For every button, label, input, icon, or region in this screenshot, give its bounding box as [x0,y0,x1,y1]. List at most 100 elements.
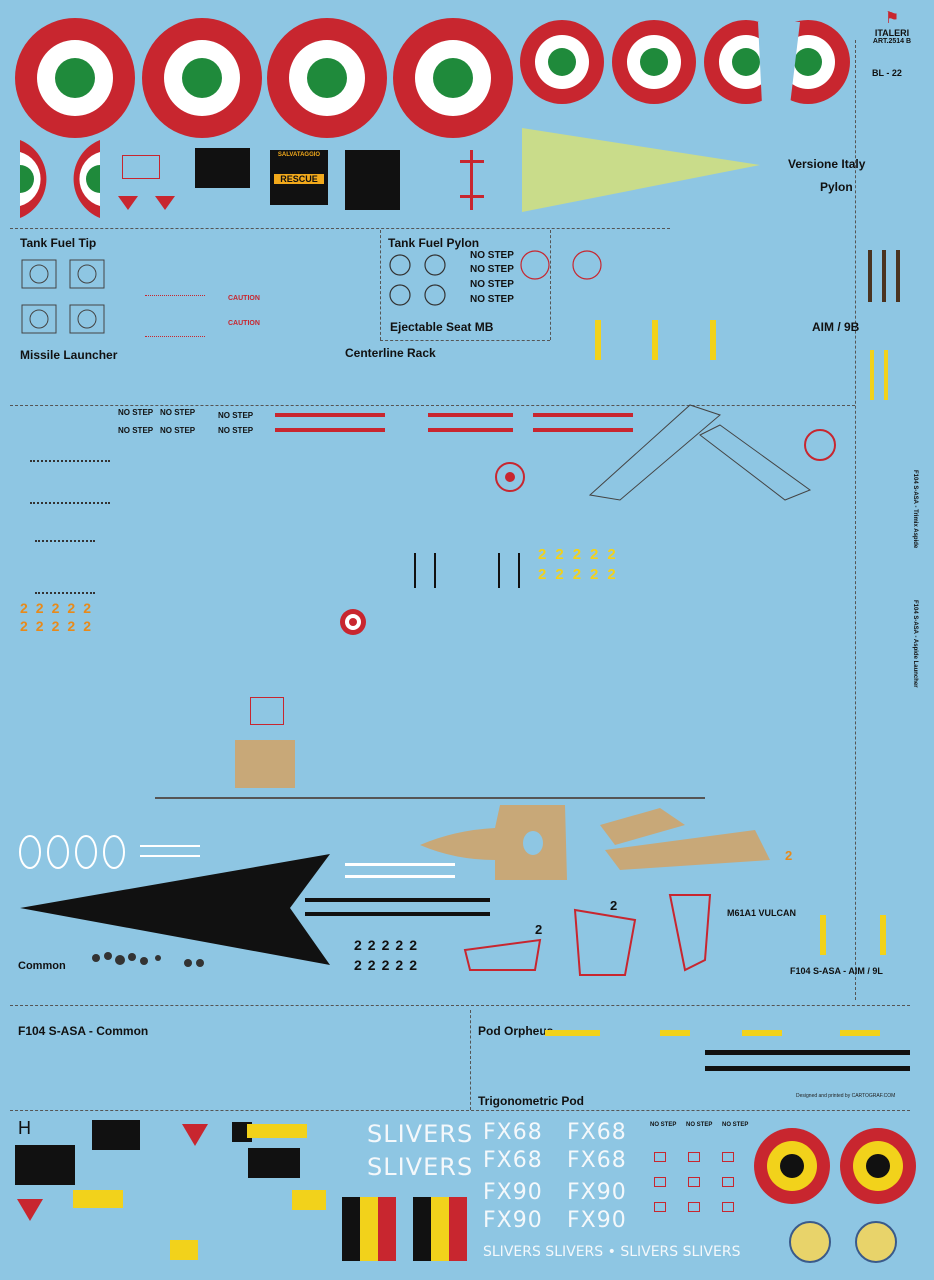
half-roundel-right[interactable] [73,140,100,218]
no-step-7[interactable]: NO STEP [118,426,154,435]
yellow-two-row-1[interactable]: 22222 [538,546,625,563]
belgian-roundel-1[interactable] [754,1128,830,1204]
stencil-text-block-2[interactable] [35,540,95,594]
black-instruction-panel-1[interactable] [15,1145,75,1185]
grey-line-1[interactable] [155,797,360,799]
red-triangle-bottom-2[interactable] [15,1195,45,1225]
fx90-text-2[interactable]: FX90 [567,1180,627,1205]
orange-two-row-2[interactable]: 22222 [20,618,99,634]
red-stripe-1[interactable] [275,413,385,417]
red-stripe-5[interactable] [533,413,633,417]
black-two-single-2[interactable]: 2 [535,922,543,937]
fx68-text-4[interactable]: FX68 [567,1148,627,1173]
pod-yellow-2[interactable] [742,1030,782,1036]
white-line-2[interactable] [140,855,200,857]
green-wedge-decal[interactable] [522,128,760,212]
aim9l-stripe-1[interactable] [820,915,826,955]
black-instruction-panel-2[interactable] [92,1120,140,1150]
caution-label-2[interactable]: CAUTION [228,320,260,327]
black-line-2[interactable] [434,553,436,588]
aim9b-stripe-3[interactable] [710,320,716,360]
no-step-small-2[interactable]: NO STEP [686,1122,713,1128]
squadron-badge-2[interactable] [855,1221,897,1263]
ejection-instructions[interactable] [345,150,400,210]
pod-black-2[interactable] [705,1066,910,1071]
black-line-1[interactable] [414,553,416,588]
black-line-4[interactable] [518,553,520,588]
no-step-1[interactable]: NO STEP [470,250,514,261]
roundel-5[interactable] [520,20,604,104]
black-stripe-1[interactable] [305,898,490,902]
yellow-arrow-stencil[interactable] [247,1124,307,1138]
red-box-stencil[interactable] [250,697,284,725]
fx68-text-3[interactable]: FX68 [483,1148,543,1173]
fx90-text-3[interactable]: FX90 [483,1208,543,1233]
no-step-9[interactable]: NO STEP [218,411,254,420]
red-stripe-3[interactable] [428,413,513,417]
pod-yellow-4[interactable] [545,1030,600,1036]
fx68-text-2[interactable]: FX68 [567,1120,627,1145]
small-red-roundel[interactable] [338,607,368,637]
fx90-text-4[interactable]: FX90 [567,1208,627,1233]
no-step-2[interactable]: NO STEP [470,264,514,275]
no-step-5[interactable]: NO STEP [118,408,154,417]
aim9l-stripe-2[interactable] [880,915,886,955]
black-anti-glare-panel[interactable] [15,850,335,970]
black-two-single[interactable]: 2 [610,898,618,913]
black-instruction-panel-3[interactable] [248,1148,300,1178]
red-outline-panels[interactable] [460,880,720,980]
red-mark-3[interactable] [460,195,484,198]
brown-band-3[interactable] [896,250,900,302]
no-step-small-1[interactable]: NO STEP [650,1122,677,1128]
no-step-10[interactable]: NO STEP [218,426,254,435]
roundel-1[interactable] [15,18,135,138]
white-line-1[interactable] [140,845,200,847]
black-stripe-2[interactable] [305,912,490,916]
red-stripe-2[interactable] [275,428,385,432]
pod-yellow-1[interactable] [660,1030,690,1036]
stencil-text-block-1[interactable] [30,460,110,504]
aim9b-stripe-1[interactable] [595,320,601,360]
red-stencil-block[interactable] [145,295,205,337]
yellow-band-1[interactable] [870,350,874,400]
black-two-row-1[interactable]: 22222 [354,937,423,953]
belgian-flag-1[interactable] [342,1197,396,1261]
red-stripe-4[interactable] [428,428,513,432]
yellow-band-2[interactable] [884,350,888,400]
pod-yellow-3[interactable] [840,1030,880,1036]
black-two-row-2[interactable]: 22222 [354,957,423,973]
tan-walkway-panels[interactable] [415,800,775,890]
no-step-6[interactable]: NO STEP [160,408,196,417]
roundel-4[interactable] [393,18,513,138]
belgian-flag-2[interactable] [413,1197,467,1261]
common-rivet-dots[interactable] [88,948,208,976]
half-roundel-left[interactable] [20,140,47,218]
warning-triangle-2[interactable] [155,196,175,210]
grey-line-2[interactable] [360,797,705,799]
yellow-box-1[interactable] [292,1190,326,1210]
brown-band-2[interactable] [882,250,886,302]
letter-h[interactable]: H [18,1118,31,1138]
squadron-badge-1[interactable] [789,1221,831,1263]
no-step-8[interactable]: NO STEP [160,426,196,435]
small-red-box-stencil[interactable] [122,155,160,179]
roundel-3[interactable] [267,18,387,138]
no-step-4[interactable]: NO STEP [470,294,514,305]
fx68-text-1[interactable]: FX68 [483,1120,543,1145]
pod-black-1[interactable] [705,1050,910,1055]
orange-two-single[interactable]: 2 [785,848,793,863]
fx90-text-1[interactable]: FX90 [483,1180,543,1205]
roundel-6[interactable] [612,20,696,104]
orange-two-row-1[interactable]: 22222 [20,600,99,616]
yellow-box-2[interactable] [170,1240,198,1260]
warning-triangle-1[interactable] [118,196,138,210]
red-triangle-bottom[interactable] [180,1120,210,1150]
tan-panel-decal[interactable] [235,740,295,788]
fire-access-markers[interactable] [18,830,128,875]
brown-band-1[interactable] [868,250,872,302]
canopy-stencil[interactable] [195,148,250,188]
red-missile-warning[interactable] [490,455,550,500]
red-stripe-6[interactable] [533,428,633,432]
belgian-roundel-2[interactable] [840,1128,916,1204]
roundel-2[interactable] [142,18,262,138]
